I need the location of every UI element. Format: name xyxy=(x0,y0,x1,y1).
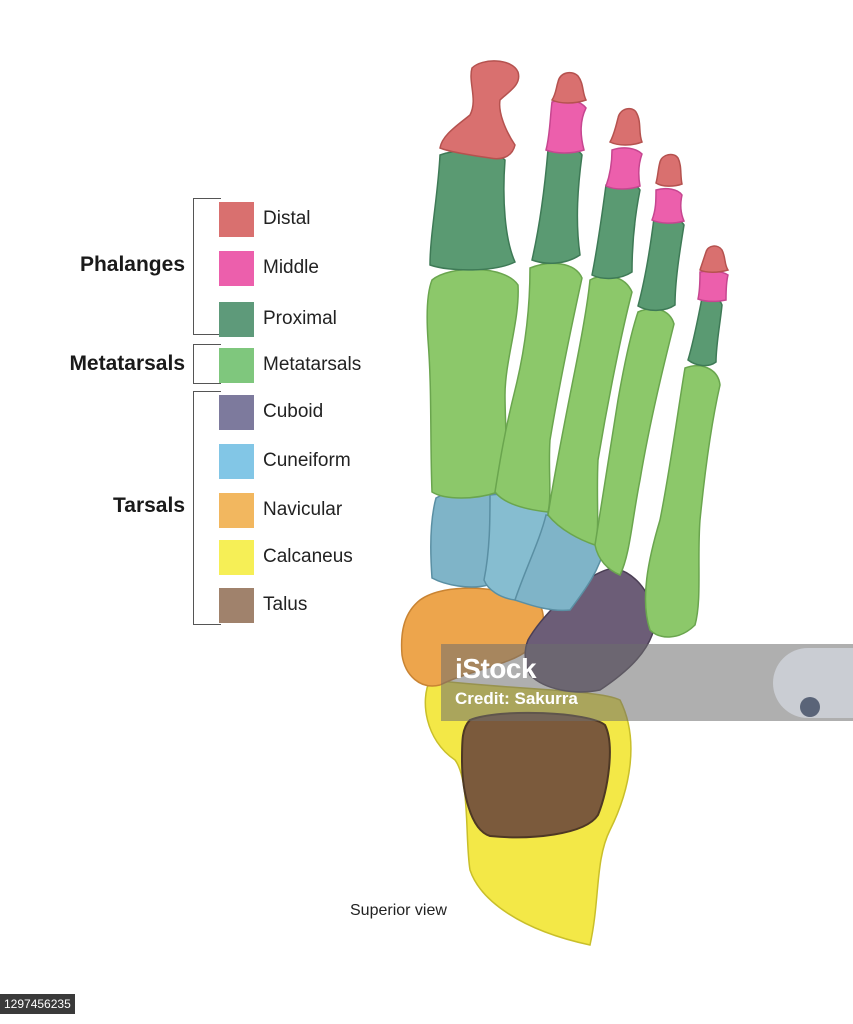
watermark-credit: Credit: Sakurra xyxy=(455,689,578,708)
legend-item-navicular: Navicular xyxy=(219,492,342,528)
bracket-metatarsals xyxy=(193,344,221,384)
legend-item-middle: Middle xyxy=(219,250,319,286)
legend-item-metatarsals: Metatarsals xyxy=(219,347,361,383)
stock-id-badge: 1297456235 xyxy=(0,994,75,1014)
legend-item-proximal: Proximal xyxy=(219,301,337,337)
legend-label: Middle xyxy=(263,257,319,278)
legend-swatch xyxy=(219,347,254,383)
group-label-phalanges: Phalanges xyxy=(79,253,185,276)
watermark-circle-icon xyxy=(773,648,853,718)
group-label-metatarsals: Metatarsals xyxy=(69,352,185,375)
legend-item-talus: Talus xyxy=(219,587,307,623)
talus-bone xyxy=(460,711,611,839)
watermark-dot-icon xyxy=(800,697,820,717)
metatarsal-4-bone xyxy=(594,308,675,576)
watermark-overlay: iStock Credit: Sakurra xyxy=(441,644,853,721)
middle-phalanx-5-bone xyxy=(697,270,729,303)
watermark-logo: iStock xyxy=(455,653,537,684)
legend-item-cuneiform: Cuneiform xyxy=(219,443,351,479)
proximal-phalanx-2-bone xyxy=(531,147,583,265)
proximal-phalanx-1-bone xyxy=(429,150,516,271)
legend-label: Proximal xyxy=(263,308,337,329)
legend-swatch xyxy=(219,539,254,575)
metatarsal-5-bone xyxy=(644,364,721,638)
legend-swatch xyxy=(219,394,254,430)
proximal-phalanx-5-bone xyxy=(687,296,723,367)
group-label-tarsals: Tarsals xyxy=(113,494,185,517)
distal-phalanx-4-bone xyxy=(655,153,683,187)
legend-label: Metatarsals xyxy=(263,354,362,375)
legend-item-distal: Distal xyxy=(219,201,311,237)
legend-swatch xyxy=(219,301,254,337)
proximal-phalanx-3-bone xyxy=(591,181,641,280)
legend-swatch xyxy=(219,250,254,286)
legend-swatch xyxy=(219,492,254,528)
legend-swatch xyxy=(219,201,254,237)
middle-phalanx-2-bone xyxy=(545,99,587,154)
middle-phalanx-4-bone xyxy=(651,187,686,224)
legend-label: Cuneiform xyxy=(263,450,351,471)
legend-label: Calcaneus xyxy=(263,546,353,567)
proximal-phalanx-4-bone xyxy=(637,216,685,312)
view-caption: Superior view xyxy=(350,902,447,919)
distal-phalanx-1-bone xyxy=(439,60,520,160)
bracket-tarsals xyxy=(193,391,221,625)
legend-item-calcaneus: Calcaneus xyxy=(219,539,353,575)
middle-phalanx-3-bone xyxy=(605,147,643,190)
distal-phalanx-5-bone xyxy=(699,245,730,273)
legend-swatch xyxy=(219,443,254,479)
legend-label: Talus xyxy=(263,594,308,615)
distal-phalanx-3-bone xyxy=(608,107,643,146)
legend-item-cuboid: Cuboid xyxy=(219,394,323,430)
legend-label: Distal xyxy=(263,208,311,229)
bracket-phalanges xyxy=(193,198,221,335)
legend-label: Navicular xyxy=(263,499,343,520)
distal-phalanx-2-bone xyxy=(550,71,588,104)
legend-label: Cuboid xyxy=(263,401,324,422)
legend-swatch xyxy=(219,587,254,623)
